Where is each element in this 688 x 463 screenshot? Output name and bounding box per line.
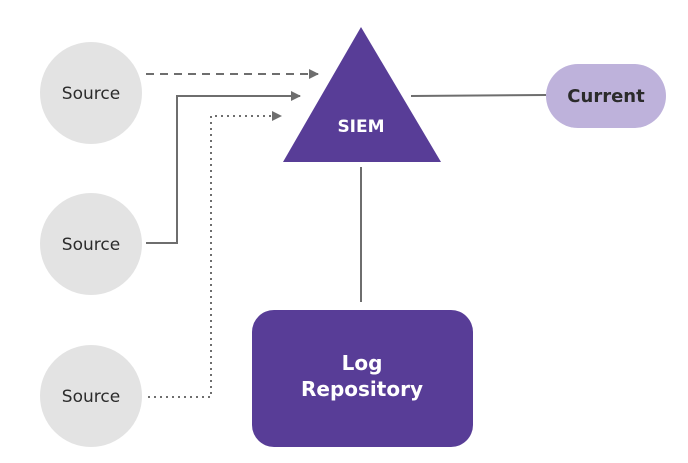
source-node-3-label: Source — [62, 387, 120, 407]
siem-triangle — [283, 27, 441, 162]
siem-node: SIEM — [283, 27, 441, 162]
connector-source-3-dotted — [148, 111, 282, 398]
log-repository-label-line1: Log — [342, 351, 383, 375]
connector-siem-current — [410, 94, 547, 97]
source-node-2: Source — [40, 193, 142, 295]
log-repository-box — [252, 310, 473, 447]
source-node-3: Source — [40, 345, 142, 447]
source-node-1-circle — [40, 42, 142, 144]
source-node-1-label: Source — [62, 84, 120, 104]
source-node-2-label: Source — [62, 235, 120, 255]
log-repository-node: Log Repository — [252, 310, 473, 447]
siem-label: SIEM — [337, 117, 384, 137]
current-label: Current — [567, 86, 645, 107]
current-pill — [546, 64, 666, 128]
source-node-1: Source — [40, 42, 142, 144]
connector-source-2-solid — [146, 91, 301, 244]
source-node-3-circle — [40, 345, 142, 447]
source-node-2-circle — [40, 193, 142, 295]
current-node: Current — [546, 64, 666, 128]
log-repository-label-line2: Repository — [301, 377, 423, 401]
